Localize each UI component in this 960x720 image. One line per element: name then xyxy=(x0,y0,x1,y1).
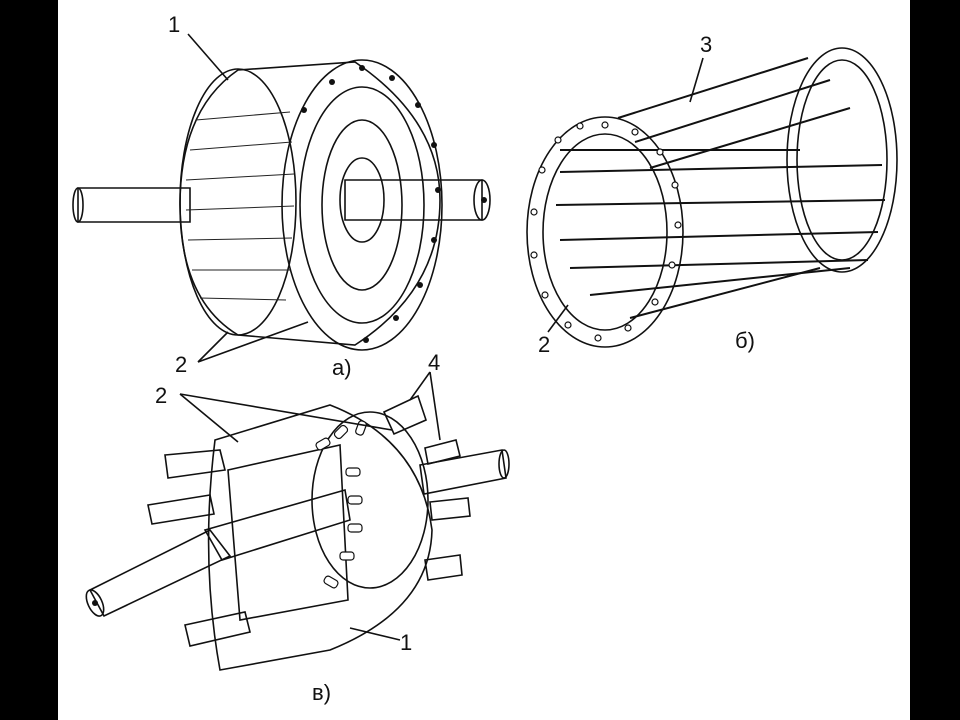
rotor-laminations xyxy=(179,68,297,336)
label-v-4: 4 xyxy=(428,350,440,375)
panel-a-rotor xyxy=(72,59,491,351)
rotor-core xyxy=(179,61,441,346)
label-a-2: 2 xyxy=(175,352,187,377)
label-a-1: 1 xyxy=(168,12,180,37)
end-ring xyxy=(281,59,443,351)
caption-v: в) xyxy=(312,680,331,705)
caption-b: б) xyxy=(735,328,755,353)
label-v-1: 1 xyxy=(400,630,412,655)
caption-a: а) xyxy=(332,355,352,380)
short-circuit-ring xyxy=(311,411,429,589)
cage-end-ring xyxy=(526,116,684,348)
shaft-right xyxy=(344,179,483,221)
panel-b-cage xyxy=(526,47,898,348)
shaft-left-v xyxy=(88,528,232,618)
cutaway-section xyxy=(227,444,349,621)
label-v-2: 2 xyxy=(155,383,167,408)
panel-v-rotor xyxy=(85,394,510,671)
fan-blades xyxy=(147,394,471,647)
label-b-3: 3 xyxy=(700,32,712,57)
label-b-2: 2 xyxy=(538,332,550,357)
shaft-left xyxy=(77,187,191,223)
cage-bars xyxy=(555,57,886,319)
rotor-body xyxy=(207,404,433,671)
